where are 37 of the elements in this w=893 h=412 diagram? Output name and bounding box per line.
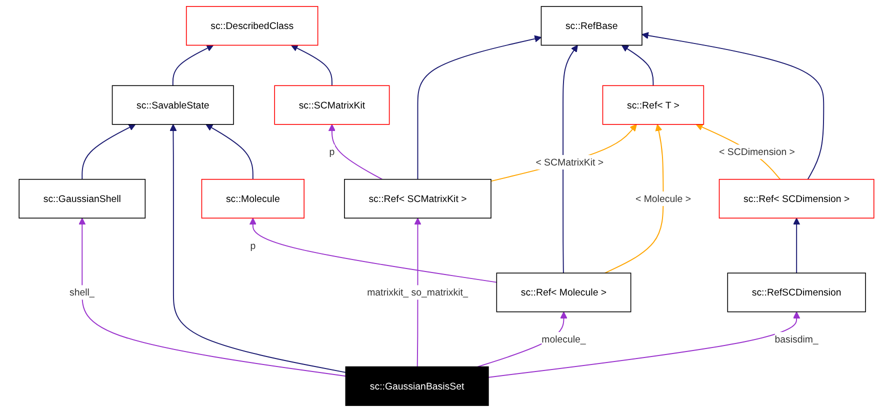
node-box: sc::Ref< Molecule >	[496, 272, 632, 312]
node-box: sc::GaussianShell	[18, 178, 146, 219]
edge-label: p	[250, 240, 256, 252]
arrow	[490, 124, 637, 182]
arrow	[621, 44, 654, 86]
arrow	[290, 44, 332, 86]
edge-label: molecule_	[542, 334, 586, 345]
arrow	[206, 124, 254, 180]
arrow	[328, 124, 383, 180]
edge-label: < SCMatrixKit >	[536, 156, 604, 168]
node-box: sc::RefBase	[540, 6, 642, 46]
arrow	[488, 312, 800, 378]
node-box: sc::Ref< SCMatrixKit >	[344, 178, 492, 219]
edge-label: basisdim_	[774, 334, 818, 345]
arrow	[172, 44, 214, 86]
arrow	[82, 124, 136, 180]
node-box: sc::RefSCDimension	[727, 272, 866, 312]
node-box: sc::SavableState	[112, 85, 234, 125]
arrow	[170, 124, 346, 373]
edge-label: < Molecule >	[635, 193, 691, 204]
arrow	[417, 35, 542, 180]
arrow	[562, 44, 578, 274]
arrow	[793, 218, 800, 274]
edge-label: shell_	[69, 286, 95, 298]
node-box: sc::GaussianBasisSet	[345, 366, 489, 406]
arrow	[249, 218, 498, 283]
edge-label: < SCDimension >	[718, 146, 795, 158]
arrow	[414, 218, 422, 368]
node-box: sc::SCMatrixKit	[274, 85, 390, 125]
arrow	[604, 124, 664, 274]
node-box: sc::DescribedClass	[186, 6, 318, 46]
arrow	[78, 218, 346, 377]
edge-label: p	[329, 146, 335, 158]
node-box: sc::Molecule	[201, 178, 304, 219]
edge-label: matrixkit_ so_matrixkit_	[367, 286, 468, 298]
node-box: sc::Ref< SCDimension >	[718, 178, 874, 219]
node-box: sc::Ref< T >	[602, 85, 704, 125]
